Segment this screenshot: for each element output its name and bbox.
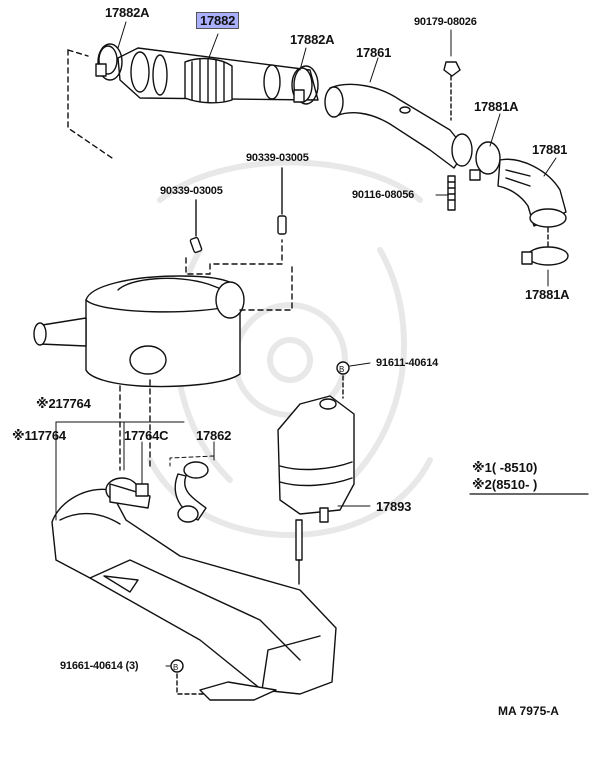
label-90116-08056: 90116-08056 (352, 189, 415, 201)
clamp-17881A-bottom[interactable] (521, 246, 569, 266)
air-hose-17881[interactable] (497, 158, 567, 228)
label-17881A-bottom: 17881A (525, 287, 570, 302)
label-17893: 17893 (376, 499, 412, 514)
label-90339-03005-b: 90339-03005 (160, 185, 223, 197)
label-17882-highlighted[interactable]: 17882 (196, 12, 240, 29)
stud-90116-08056[interactable] (447, 175, 456, 211)
svg-text:B: B (339, 365, 344, 374)
diagram-code: MA 7975-A (498, 704, 559, 718)
nipple-90339-03005-a[interactable] (189, 199, 203, 254)
label-91611-40614: 91611-40614 (376, 357, 439, 369)
label-17861: 17861 (356, 45, 392, 60)
label-90179-08026: 90179-08026 (414, 16, 477, 28)
nipple-90339-03005-b[interactable] (277, 167, 287, 235)
label-117764: ※117764 (12, 428, 66, 443)
label-217764: ※217764 (36, 396, 91, 411)
svg-text:B: B (173, 663, 178, 672)
label-17862: 17862 (196, 428, 232, 443)
leader-lines (55, 21, 589, 667)
label-17881A-top: 17881A (474, 99, 519, 114)
grommet-91661-40614[interactable]: B (170, 659, 184, 673)
intake-hose-17882[interactable] (98, 45, 319, 104)
air-cleaner-housing[interactable] (33, 275, 245, 388)
bolt-90179-08026[interactable] (443, 61, 461, 121)
label-90339-03005-a: 90339-03005 (246, 152, 309, 164)
label-17881: 17881 (532, 142, 568, 157)
clamp-17882A-right[interactable] (293, 65, 319, 105)
note-range-1: ※1( -8510) (472, 460, 538, 475)
label-17764C: 17764C (124, 428, 169, 443)
grommet-91611-40614[interactable]: B (336, 361, 350, 375)
resonator-17893[interactable] (277, 395, 355, 561)
intake-pipe-17861[interactable] (324, 83, 473, 169)
hose-17862[interactable] (174, 461, 209, 523)
label-17882A-mid: 17882A (290, 32, 335, 47)
label-17882A-top: 17882A (105, 5, 150, 20)
clamp-17881A-top[interactable] (469, 141, 501, 181)
note-range-2: ※2(8510- ) (472, 477, 538, 492)
hose-17764C[interactable] (105, 477, 151, 509)
label-91661-40614: 91661-40614 (3) (60, 660, 139, 672)
clamp-17882A-left[interactable] (95, 43, 123, 81)
inlet-duct-17764[interactable] (51, 488, 337, 701)
